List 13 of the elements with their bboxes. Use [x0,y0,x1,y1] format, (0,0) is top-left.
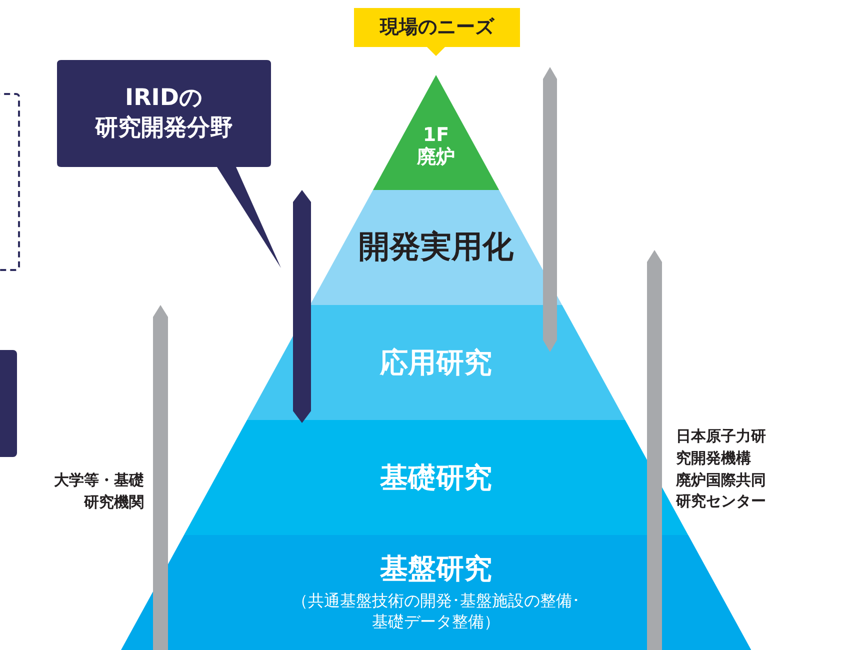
layer-title: 1F [422,124,450,146]
layer-title: 開発実用化 [358,228,514,268]
layer-title: 基礎研究 [380,460,492,496]
layer-note: （共通基盤技術の開発･基盤施設の整備･基礎データ整備） [290,590,581,633]
layer-title: 基盤研究 [380,552,492,586]
layer-note: 廃炉 [416,146,455,168]
bubble-text: IRIDの [125,84,203,113]
organization-label: 大学等・基礎研究機関 [53,470,144,513]
layer-title: 応用研究 [380,344,492,380]
bubble-text: 研究開発分野 [95,114,233,142]
organization-label: 日本原子力研究開発機構 [676,426,767,469]
callout-text: 現場のニーズ [380,15,494,40]
organization-label: 廃炉国際共同研究センター [676,470,767,512]
